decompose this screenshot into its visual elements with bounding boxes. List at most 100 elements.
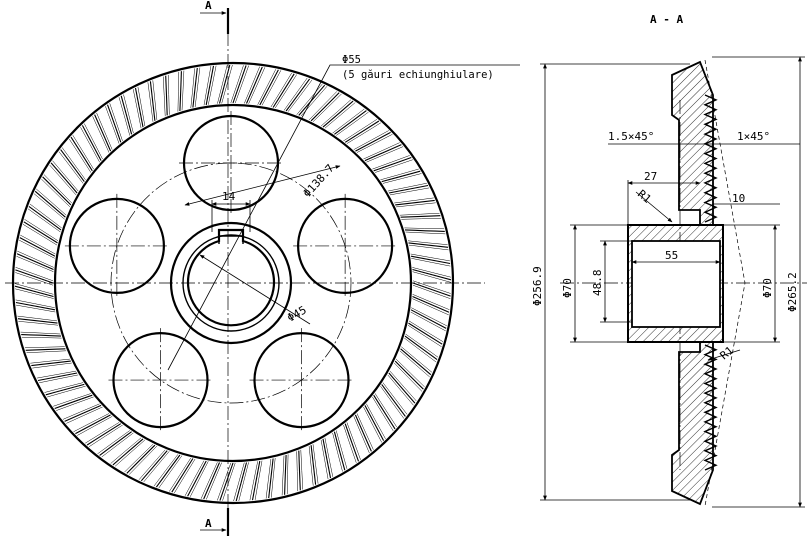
gear-tooth (123, 94, 134, 134)
gear-tooth (54, 394, 93, 410)
gear-tooth (92, 116, 110, 153)
gear-tooth (259, 69, 279, 106)
gear-tooth (18, 321, 59, 326)
gear-tooth (410, 311, 446, 332)
gear-tooth (257, 69, 277, 105)
gear-tooth (217, 65, 228, 104)
gear-tooth (25, 348, 66, 351)
gear-tooth (310, 445, 317, 485)
gear-tooth (15, 267, 54, 282)
hub-chamfer-circle (182, 234, 280, 332)
gear-tooth (222, 462, 236, 501)
gear-tooth (388, 372, 416, 404)
gear-tooth (88, 424, 123, 447)
gear-tooth (112, 438, 144, 466)
hub-outer-circle (169, 221, 293, 345)
bore-dim-section-label: 48.8 (591, 270, 604, 297)
gear-tooth (381, 170, 421, 183)
gear-tooth (300, 449, 304, 490)
gear-tooth (356, 134, 393, 153)
gear-tooth (320, 99, 352, 127)
gear-tooth (344, 120, 380, 143)
bore-dim-line (199, 254, 311, 325)
lower-web-section (671, 341, 714, 506)
gear-tooth (72, 135, 94, 170)
gear-tooth (235, 462, 248, 502)
gear-tooth (44, 382, 84, 393)
gear-tooth (70, 136, 93, 172)
gear-tooth (412, 282, 451, 297)
gear-tooth (408, 320, 444, 342)
keyway-width-label: 14 (222, 190, 236, 203)
gear-tooth (16, 304, 56, 313)
gear-tooth (52, 160, 79, 192)
gear-tooth (261, 70, 282, 106)
gear-tooth (17, 318, 58, 324)
gear-tooth (147, 82, 154, 122)
gear-tooth (363, 142, 400, 160)
gear-tooth (394, 360, 424, 390)
gear-tooth (408, 244, 449, 251)
keyway-inner (218, 235, 244, 244)
gear-tooth (336, 111, 369, 136)
gear-tooth (404, 337, 437, 363)
gear-tooth (16, 253, 54, 271)
gear-tooth (363, 406, 382, 443)
gear-tooth (41, 178, 71, 208)
gear-tooth (140, 450, 168, 482)
gear-tooth (300, 86, 328, 117)
gear-tooth (234, 65, 249, 104)
gear-tooth (401, 346, 433, 373)
gear-tooth (221, 64, 233, 104)
gear-teeth (14, 64, 452, 502)
gear-tooth (394, 197, 434, 204)
gear-tooth (407, 324, 442, 347)
gear-tooth (31, 360, 71, 367)
gear-tooth (312, 444, 319, 484)
gear-tooth (399, 212, 440, 216)
gear-tooth (17, 250, 54, 268)
gear-tooth (395, 358, 425, 388)
gear-tooth (165, 75, 168, 116)
gear-tooth (114, 439, 146, 467)
gear-tooth (332, 108, 365, 134)
gear-tooth (381, 384, 406, 417)
gear-tooth (412, 294, 450, 310)
gear-tooth (128, 445, 158, 475)
gear-tooth (410, 255, 451, 265)
gear-tooth (408, 322, 443, 345)
gear-tooth (343, 425, 357, 463)
gear-tooth (411, 258, 451, 267)
gear-tooth (238, 462, 249, 501)
gear-tooth (308, 446, 314, 486)
gear-tooth (34, 190, 66, 218)
gear-tooth (109, 103, 123, 141)
gear-tooth (254, 460, 263, 500)
gear-tooth (26, 350, 67, 354)
gear-tooth (158, 455, 183, 489)
gear-tooth (268, 458, 274, 499)
gear-tooth (106, 104, 122, 143)
gear-tooth (355, 131, 391, 152)
gear-tooth (28, 205, 62, 231)
hub-length-label: 55 (665, 249, 678, 262)
gear-tooth (203, 462, 221, 500)
gear-tooth (343, 119, 378, 142)
hub-dia-left-label: Φ70 (561, 278, 574, 298)
gear-tooth (86, 423, 122, 446)
gear-tooth (27, 208, 61, 233)
section-view: A - A Φ256.9 Φ70 48.8 55 (531, 13, 807, 508)
gear-tooth (364, 144, 402, 162)
gear-tooth (15, 288, 54, 299)
gear-tooth (353, 130, 389, 150)
radius-lower-label: R1 (718, 344, 737, 362)
gear-tooth (200, 462, 218, 499)
hub-dia-right-label: Φ70 (761, 278, 774, 298)
gear-tooth (232, 65, 247, 104)
gear-tooth (105, 106, 120, 144)
gear-tooth (43, 174, 72, 204)
gear-tooth (408, 242, 449, 248)
gear-tooth (194, 67, 201, 108)
gear-tooth (33, 193, 65, 220)
outer-dia-right-label: Φ265.2 (786, 272, 799, 312)
